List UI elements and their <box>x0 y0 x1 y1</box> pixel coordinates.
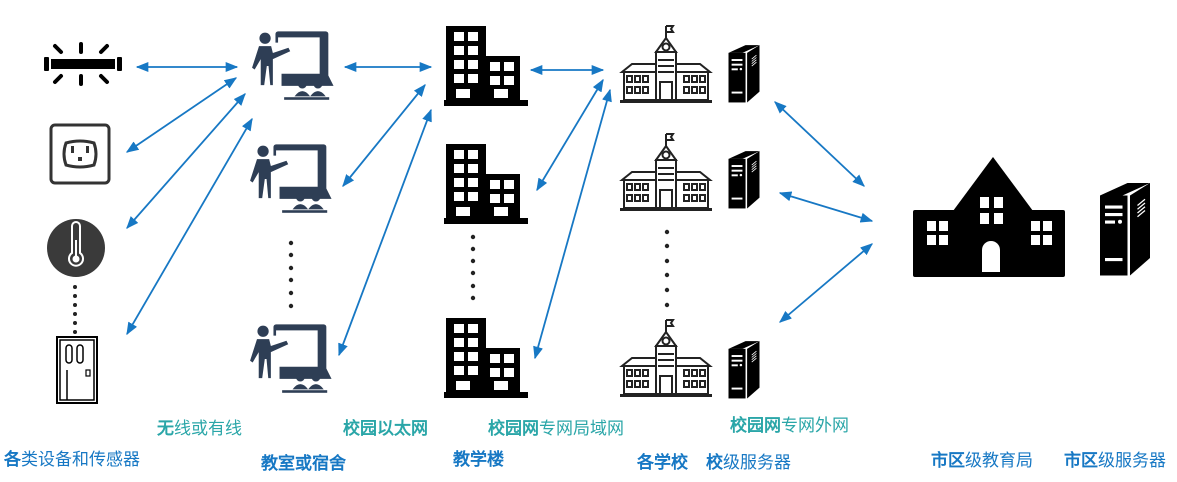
label-rest: 类设备和传感器 <box>21 450 140 470</box>
arrow <box>125 77 238 153</box>
network-label-bold: 无 <box>157 419 174 439</box>
light-bar-icon <box>44 42 122 86</box>
label-rest: 级教育局 <box>965 451 1033 471</box>
school-icon <box>619 25 713 104</box>
label-devices-and-sensors: 各类设备和传感器 <box>4 450 140 470</box>
label-bold: 校 <box>706 453 723 473</box>
classroom-icon <box>250 144 332 213</box>
network-label-bold: 校园以太网 <box>343 419 428 439</box>
network-label-rest: 专网外网 <box>781 416 849 436</box>
building-icon <box>444 144 528 224</box>
network-label-campus-wan: 校园网专网外网 <box>730 416 849 436</box>
network-label-rest: 专网局域网 <box>539 419 624 439</box>
label-bold: 市区 <box>931 451 965 471</box>
arrow <box>338 108 432 357</box>
classroom-icon <box>252 31 334 100</box>
building-icon <box>444 26 528 106</box>
label-education-bureau: 市区级教育局 <box>931 451 1033 471</box>
network-label-campus-ethernet: 校园以太网 <box>343 419 428 439</box>
power-outlet-icon <box>49 123 111 185</box>
label-classroom-or-dorm: 教室或宿舍 <box>261 454 346 474</box>
education-bureau-icon <box>913 157 1065 277</box>
network-label-campus-lan: 校园网专网局域网 <box>488 419 624 439</box>
arrow <box>342 84 426 187</box>
ellipsis-schools <box>664 229 670 308</box>
connection-arrows <box>125 61 874 360</box>
network-label-bold: 校园网 <box>730 416 781 436</box>
server-icon <box>728 340 760 399</box>
arrow <box>533 88 612 360</box>
building-icon <box>444 318 528 398</box>
door-icon <box>56 336 98 404</box>
arrow <box>126 117 253 336</box>
arrow <box>536 78 604 192</box>
ellipsis-classrooms <box>288 240 294 309</box>
arrow <box>774 101 865 187</box>
label-rest: 级服务器 <box>1098 451 1166 471</box>
server-icon <box>728 44 760 103</box>
label-rest: 级服务器 <box>723 453 791 473</box>
network-label-rest: 线或有线 <box>174 419 242 439</box>
server-icon <box>728 150 760 209</box>
school-icon <box>619 319 713 398</box>
arrow <box>778 191 874 223</box>
label-bold: 各 <box>4 450 21 470</box>
arrow <box>779 243 873 323</box>
classroom-icon <box>250 324 332 393</box>
network-label-wireless-or-wired: 无线或有线 <box>157 419 242 439</box>
label-bold: 市区 <box>1064 451 1098 471</box>
school-icon <box>619 133 713 212</box>
ellipsis-devices <box>73 285 77 334</box>
label-teaching-building: 教学楼 <box>453 450 504 470</box>
server-icon <box>1099 182 1151 277</box>
ellipsis-buildings <box>470 234 476 301</box>
label-bureau-server: 市区级服务器 <box>1064 451 1166 471</box>
network-label-bold: 校园网 <box>488 419 539 439</box>
label-schools: 各学校 <box>637 453 688 473</box>
thermometer-icon <box>47 219 105 277</box>
label-school-servers: 校级服务器 <box>706 453 791 473</box>
